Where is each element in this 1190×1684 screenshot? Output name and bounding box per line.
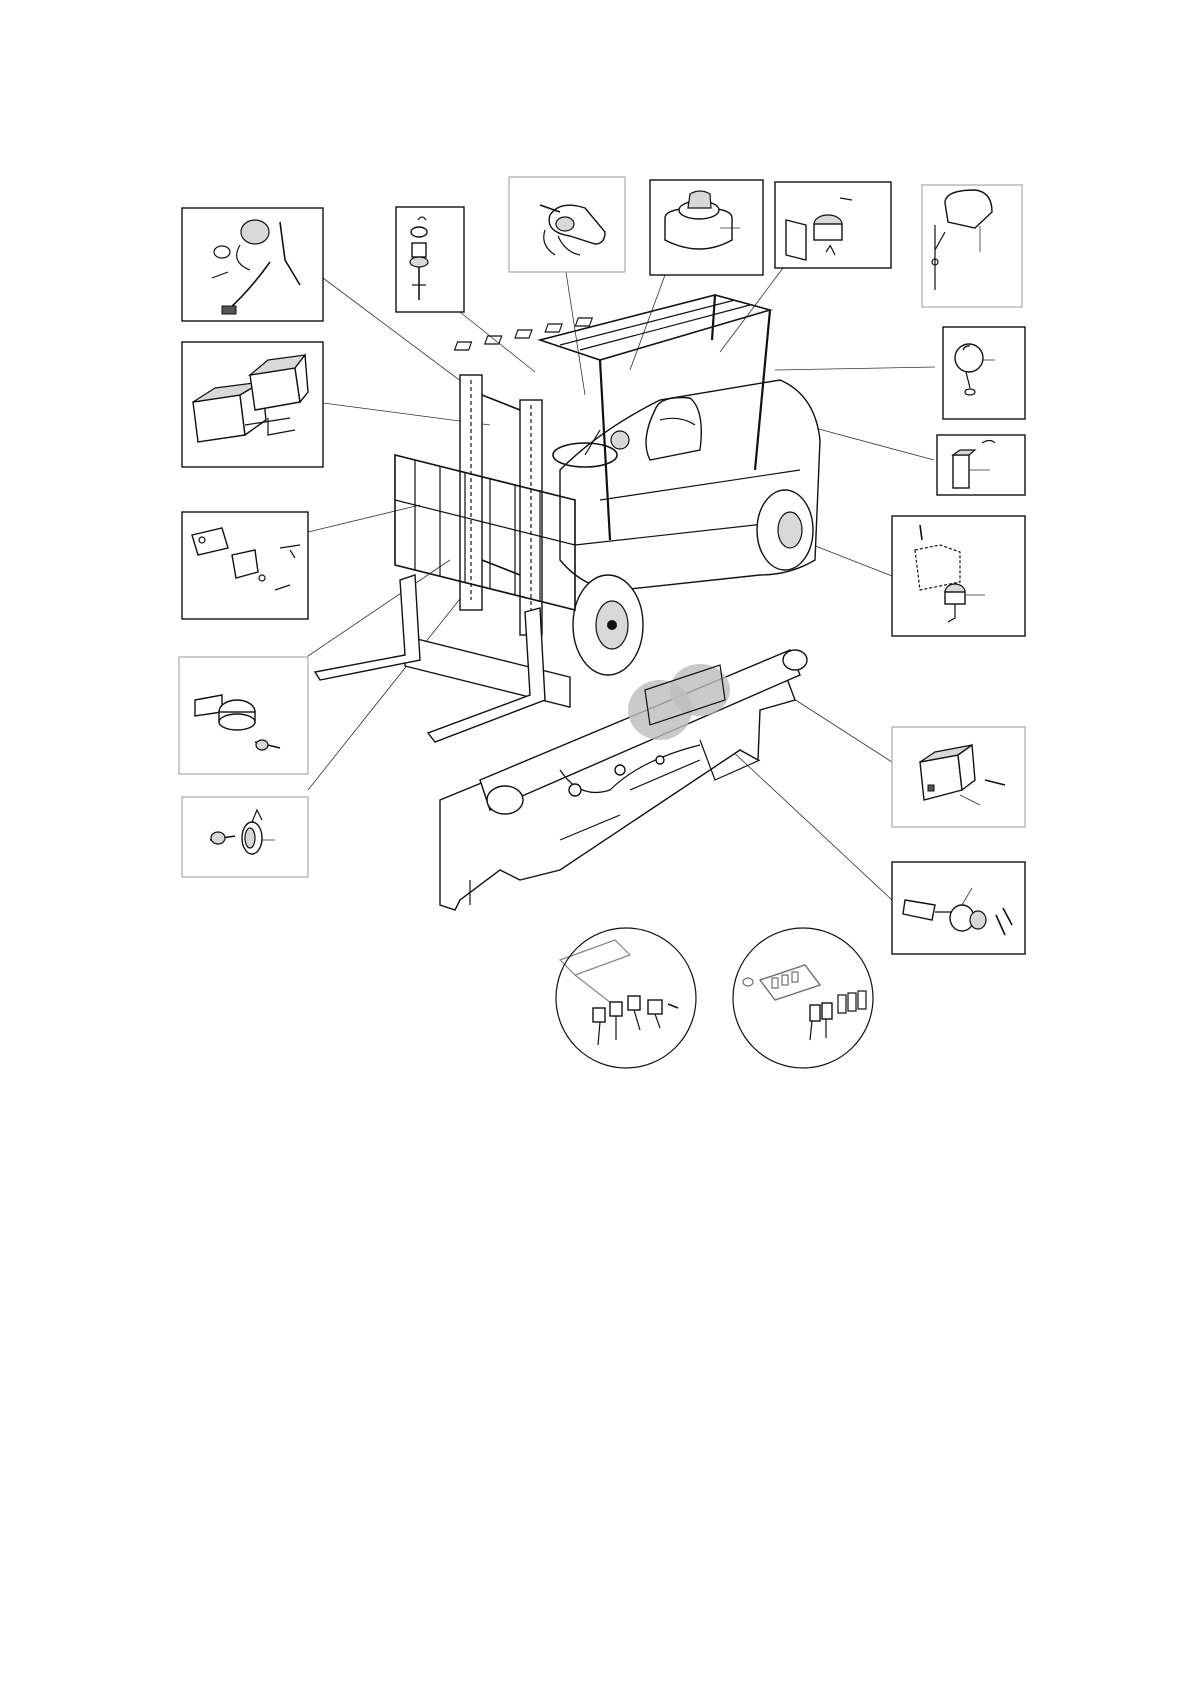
leader-horn (308, 580, 475, 790)
relay-cluster-icon (593, 996, 678, 1045)
callout-control-unit (892, 727, 1025, 827)
detail-fuse-box (733, 928, 873, 1068)
leader-control-unit (780, 690, 892, 762)
load-backrest (395, 455, 575, 707)
callout-relay-block (937, 435, 1025, 495)
mast (460, 375, 542, 635)
leader-rear-lamp (775, 367, 935, 370)
leader-comb-switch (566, 272, 585, 395)
callout-horn-disc (179, 657, 308, 774)
callout-mount-bracket (182, 512, 308, 619)
leader-ignition (715, 735, 892, 900)
callout-rear-lamp (922, 185, 1022, 307)
callout-batteries (182, 342, 323, 467)
callout-level-sender (396, 207, 464, 312)
fuse-icon (810, 991, 866, 1040)
callout-pressure-switch (892, 516, 1025, 636)
leader-work-lamp (815, 428, 934, 460)
callout-buzzer (775, 182, 891, 268)
callout-combination-switch (509, 177, 625, 272)
detail-relay-cluster (556, 928, 696, 1068)
leader-relay (308, 505, 420, 532)
callout-horn-electric (182, 797, 308, 877)
callout-starter-motor (182, 208, 323, 321)
callout-ignition-switch (892, 862, 1025, 954)
callout-rotating-beacon (650, 180, 763, 275)
callout-work-lamp (943, 327, 1025, 419)
